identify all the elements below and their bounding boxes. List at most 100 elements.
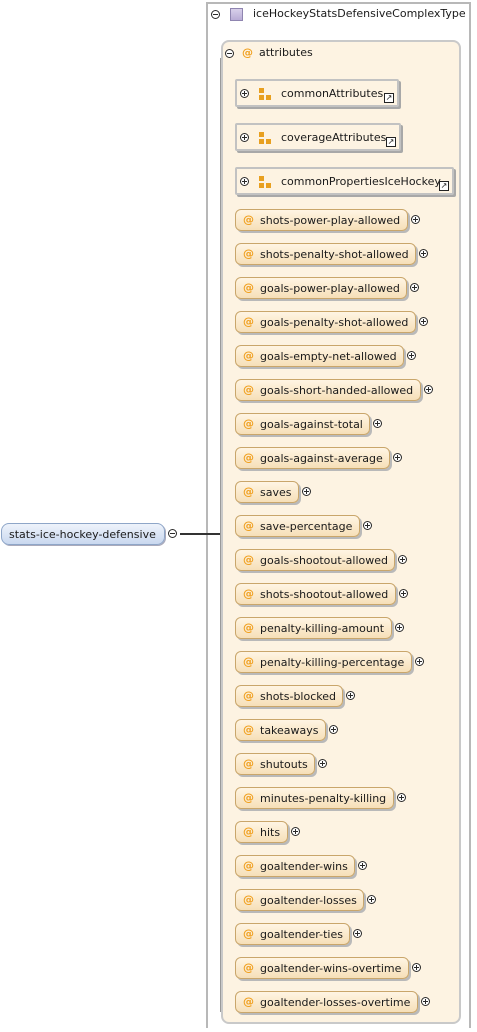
attribute-label: goals-shootout-allowed bbox=[260, 554, 388, 567]
attribute-group-label: commonPropertiesIceHockey bbox=[281, 175, 441, 188]
expand-attribute-toggle[interactable] bbox=[419, 317, 428, 326]
attribute-group-commonPropertiesIceHockey[interactable]: commonPropertiesIceHockey↗ bbox=[235, 167, 454, 195]
expand-attribute-toggle[interactable] bbox=[415, 657, 424, 666]
expand-attribute-toggle[interactable] bbox=[397, 793, 406, 802]
attribute-goaltender-ties[interactable]: @goaltender-ties bbox=[235, 923, 350, 945]
attribute-label: goals-against-average bbox=[260, 452, 383, 465]
attribute-at-icon: @ bbox=[243, 893, 254, 906]
attribute-label: save-percentage bbox=[260, 520, 353, 533]
expand-attribute-toggle[interactable] bbox=[398, 555, 407, 564]
attribute-shots-shootout-allowed[interactable]: @shots-shootout-allowed bbox=[235, 583, 396, 605]
attribute-label: minutes-penalty-killing bbox=[260, 792, 387, 805]
attribute-group-coverageAttributes[interactable]: coverageAttributes↗ bbox=[235, 123, 401, 151]
expand-attribute-toggle[interactable] bbox=[358, 861, 367, 870]
attribute-label: shots-penalty-shot-allowed bbox=[260, 248, 409, 261]
expand-group-toggle[interactable] bbox=[240, 133, 249, 142]
attribute-goals-against-average[interactable]: @ goals-against-average bbox=[235, 447, 390, 469]
attribute-goaltender-losses-overtime[interactable]: @goaltender-losses-overtime bbox=[235, 991, 418, 1013]
attribute-label: goaltender-wins bbox=[260, 860, 348, 873]
expand-attribute-toggle[interactable] bbox=[411, 215, 420, 224]
expand-attribute-toggle[interactable] bbox=[393, 453, 402, 462]
expand-attribute-toggle[interactable] bbox=[395, 623, 404, 632]
attribute-goaltender-wins-overtime[interactable]: @ goaltender-wins-overtime bbox=[235, 957, 409, 979]
reference-link-icon[interactable]: ↗ bbox=[439, 181, 449, 191]
attribute-at-icon: @ bbox=[243, 621, 254, 634]
attribute-at-icon: @ bbox=[243, 451, 254, 464]
attribute-label: goals-short-handed-allowed bbox=[260, 384, 414, 397]
attribute-at-icon: @ bbox=[243, 655, 254, 668]
attribute-label: goals-penalty-shot-allowed bbox=[260, 316, 409, 329]
expand-attribute-toggle[interactable] bbox=[421, 997, 430, 1006]
attribute-shots-power-play-allowed[interactable]: @ shots-power-play-allowed bbox=[235, 209, 408, 231]
attribute-at-icon: @ bbox=[243, 689, 254, 702]
attributes-at-icon: @ bbox=[242, 46, 253, 59]
attribute-group-commonAttributes[interactable]: commonAttributes↗ bbox=[235, 79, 399, 107]
reference-link-icon[interactable]: ↗ bbox=[384, 93, 394, 103]
expand-group-toggle[interactable] bbox=[240, 177, 249, 186]
expand-attribute-toggle[interactable] bbox=[346, 691, 355, 700]
attribute-goals-short-handed-allowed[interactable]: @goals-short-handed-allowed bbox=[235, 379, 421, 401]
connector-horizontal-line bbox=[180, 533, 220, 535]
attribute-minutes-penalty-killing[interactable]: @ minutes-penalty-killing bbox=[235, 787, 394, 809]
attribute-goals-empty-net-allowed[interactable]: @goals-empty-net-allowed bbox=[235, 345, 404, 367]
attribute-label: shots-power-play-allowed bbox=[260, 214, 401, 227]
attribute-group-icon bbox=[259, 88, 271, 100]
attribute-goaltender-losses[interactable]: @goaltender-losses bbox=[235, 889, 364, 911]
attribute-save-percentage[interactable]: @save-percentage bbox=[235, 515, 360, 537]
expand-attribute-toggle[interactable] bbox=[407, 351, 416, 360]
expand-attribute-toggle[interactable] bbox=[367, 895, 376, 904]
reference-link-icon[interactable]: ↗ bbox=[386, 137, 396, 147]
attribute-label: saves bbox=[260, 486, 292, 499]
attribute-label: goals-against-total bbox=[260, 418, 363, 431]
attribute-at-icon: @ bbox=[243, 961, 254, 974]
attribute-at-icon: @ bbox=[243, 791, 254, 804]
attribute-label: hits bbox=[260, 826, 281, 839]
attribute-goals-against-total[interactable]: @ goals-against-total bbox=[235, 413, 370, 435]
attribute-label: goaltender-wins-overtime bbox=[260, 962, 402, 975]
attribute-at-icon: @ bbox=[243, 485, 254, 498]
expand-group-toggle[interactable] bbox=[240, 89, 249, 98]
attribute-at-icon: @ bbox=[243, 587, 254, 600]
attribute-at-icon: @ bbox=[243, 723, 254, 736]
expand-attribute-toggle[interactable] bbox=[410, 283, 419, 292]
expand-attribute-toggle[interactable] bbox=[363, 521, 372, 530]
attribute-group-label: commonAttributes bbox=[281, 87, 384, 100]
collapse-root-toggle[interactable] bbox=[168, 529, 177, 538]
attribute-at-icon: @ bbox=[243, 247, 254, 260]
collapse-attributes-toggle[interactable] bbox=[225, 49, 234, 58]
expand-attribute-toggle[interactable] bbox=[399, 589, 408, 598]
attribute-takeaways[interactable]: @takeaways bbox=[235, 719, 326, 741]
attribute-at-icon: @ bbox=[243, 281, 254, 294]
attribute-at-icon: @ bbox=[243, 349, 254, 362]
attribute-group-label: coverageAttributes bbox=[281, 131, 387, 144]
expand-attribute-toggle[interactable] bbox=[318, 759, 327, 768]
attribute-goals-power-play-allowed[interactable]: @goals-power-play-allowed bbox=[235, 277, 407, 299]
collapse-complex-type-toggle[interactable] bbox=[211, 10, 220, 19]
attribute-saves[interactable]: @ saves bbox=[235, 481, 299, 503]
root-element-node[interactable]: stats-ice-hockey-defensive bbox=[1, 523, 165, 545]
expand-attribute-toggle[interactable] bbox=[412, 963, 421, 972]
attribute-label: penalty-killing-amount bbox=[260, 622, 385, 635]
attribute-goals-penalty-shot-allowed[interactable]: @goals-penalty-shot-allowed bbox=[235, 311, 416, 333]
attribute-shots-blocked[interactable]: @shots-blocked bbox=[235, 685, 343, 707]
attribute-goaltender-wins[interactable]: @goaltender-wins bbox=[235, 855, 355, 877]
attribute-shutouts[interactable]: @shutouts bbox=[235, 753, 315, 775]
connector-vertical-line bbox=[220, 58, 221, 1012]
attribute-at-icon: @ bbox=[243, 553, 254, 566]
attribute-at-icon: @ bbox=[243, 213, 254, 226]
expand-attribute-toggle[interactable] bbox=[424, 385, 433, 394]
attribute-hits[interactable]: @ hits bbox=[235, 821, 288, 843]
expand-attribute-toggle[interactable] bbox=[302, 487, 311, 496]
attribute-shots-penalty-shot-allowed[interactable]: @ shots-penalty-shot-allowed bbox=[235, 243, 416, 265]
expand-attribute-toggle[interactable] bbox=[329, 725, 338, 734]
attribute-at-icon: @ bbox=[243, 417, 254, 430]
expand-attribute-toggle[interactable] bbox=[291, 827, 300, 836]
attribute-at-icon: @ bbox=[243, 757, 254, 770]
attribute-goals-shootout-allowed[interactable]: @ goals-shootout-allowed bbox=[235, 549, 395, 571]
attribute-at-icon: @ bbox=[243, 825, 254, 838]
expand-attribute-toggle[interactable] bbox=[373, 419, 382, 428]
expand-attribute-toggle[interactable] bbox=[419, 249, 428, 258]
attribute-penalty-killing-percentage[interactable]: @penalty-killing-percentage bbox=[235, 651, 412, 673]
expand-attribute-toggle[interactable] bbox=[353, 929, 362, 938]
attribute-penalty-killing-amount[interactable]: @ penalty-killing-amount bbox=[235, 617, 392, 639]
